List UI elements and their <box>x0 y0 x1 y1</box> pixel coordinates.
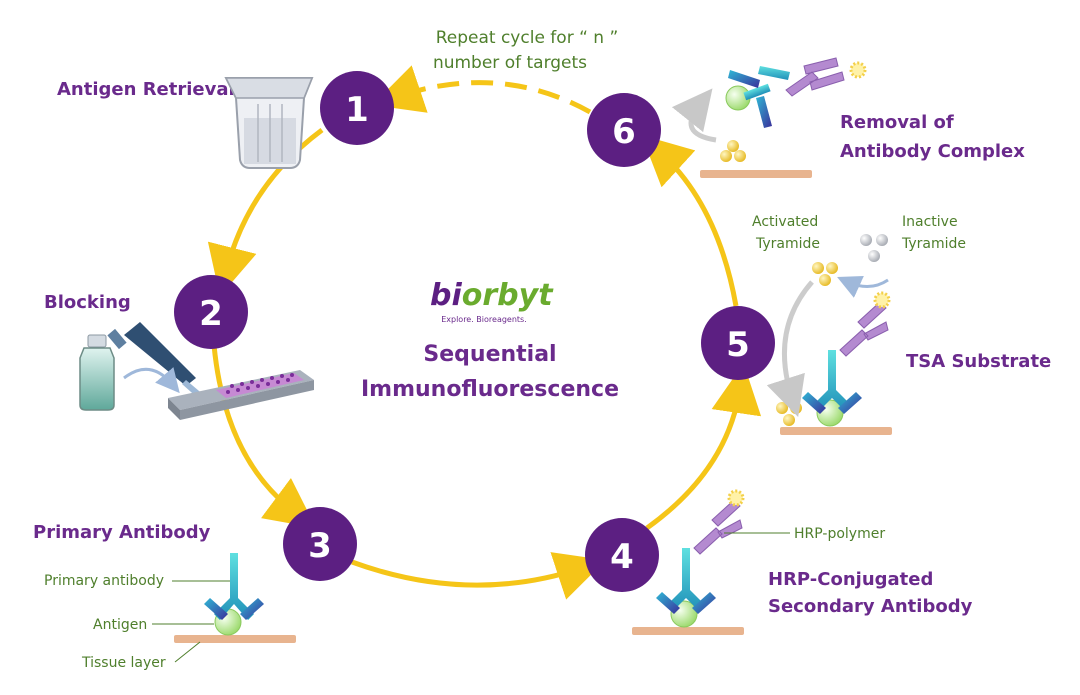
arrow-2-to-3 <box>211 344 317 528</box>
step-title-6-line1: Removal of <box>840 112 954 133</box>
tyramide-activation-arrow <box>837 276 889 298</box>
label-primary-antibody: Primary antibody <box>44 573 164 589</box>
center-title-line1: Sequential <box>423 342 556 367</box>
secondary-antibody-shape <box>693 499 743 555</box>
step-circle-6: 6 <box>587 93 661 167</box>
step-number-3: 3 <box>308 526 332 566</box>
step-number-4: 4 <box>610 537 634 577</box>
step-circle-3: 3 <box>283 507 357 581</box>
step-circle-1: 1 <box>320 71 394 145</box>
arrow-1-to-2 <box>207 127 324 297</box>
tissue-layer-bar <box>174 635 296 643</box>
arrow-3-to-4 <box>351 552 606 600</box>
blocking-transfer-arrow <box>123 367 180 394</box>
step-number-6: 6 <box>612 112 636 152</box>
retrieval-container-icon <box>224 77 314 169</box>
tsa-substrate-diagram <box>766 234 892 435</box>
step-circle-5: 5 <box>701 306 775 380</box>
arrow-4-to-5 <box>645 363 762 531</box>
step-title-4-line2: Secondary Antibody <box>768 596 973 617</box>
step-title-5: TSA Substrate <box>906 351 1051 372</box>
step-title-4-line1: HRP-Conjugated <box>768 569 933 590</box>
label-activated-tyramide-line1: Activated <box>752 214 818 230</box>
blocking-bottle-icon <box>79 334 115 411</box>
step-circle-2: 2 <box>174 275 248 349</box>
logo-tagline: Explore. Bioreagents. <box>441 315 527 324</box>
remaining-antigen-dots <box>720 140 746 162</box>
removal-arrow <box>671 88 717 143</box>
arrow-6-to-1-repeat <box>372 65 592 115</box>
tyramide-deposit-arrow <box>766 280 814 418</box>
label-tissue-layer: Tissue layer <box>81 655 166 671</box>
tissue-layer-bar-5 <box>780 427 892 435</box>
logo-brand-suffix: orbyt <box>462 278 554 313</box>
tissue-layer-bar-4 <box>632 627 744 635</box>
label-inactive-tyramide-line2: Tyramide <box>901 236 966 252</box>
svg-text:biorbyt: biorbyt <box>430 278 554 313</box>
primary-antibody-diagram <box>152 553 296 663</box>
hrp-secondary-diagram <box>632 489 790 635</box>
repeat-note-line2: number of targets <box>433 53 587 73</box>
step-title-2: Blocking <box>44 292 131 313</box>
step-title-6-line2: Antibody Complex <box>840 141 1025 162</box>
repeat-note-line1: Repeat cycle for “ n ” <box>436 28 619 48</box>
label-antigen: Antigen <box>93 617 147 633</box>
primary-antibody-shape <box>214 553 254 620</box>
step-circle-4: 4 <box>585 518 659 592</box>
tissue-layer-bar-6 <box>700 170 812 178</box>
cycle-arrows <box>207 65 762 600</box>
label-hrp-polymer: HRP-polymer <box>794 526 885 542</box>
hrp-enzyme-burst <box>727 489 745 507</box>
biorbyt-logo: biorbyt Explore. Bioreagents. <box>430 278 554 324</box>
center-title-line2: Immunofluorescence <box>361 377 619 402</box>
step-number-5: 5 <box>726 325 750 365</box>
removal-diagram <box>671 57 867 178</box>
step-number-2: 2 <box>199 294 223 334</box>
label-inactive-tyramide-line1: Inactive <box>902 214 958 230</box>
label-activated-tyramide-line2: Tyramide <box>755 236 820 252</box>
step-title-3: Primary Antibody <box>33 522 211 543</box>
step-title-1: Antigen Retrieval <box>57 79 235 100</box>
arrow-5-to-6 <box>641 135 739 307</box>
step-number-1: 1 <box>345 90 369 130</box>
microscope-slide-icon <box>168 370 314 420</box>
inactive-tyramide-dots <box>860 234 888 262</box>
logo-brand-prefix: bi <box>430 278 462 313</box>
